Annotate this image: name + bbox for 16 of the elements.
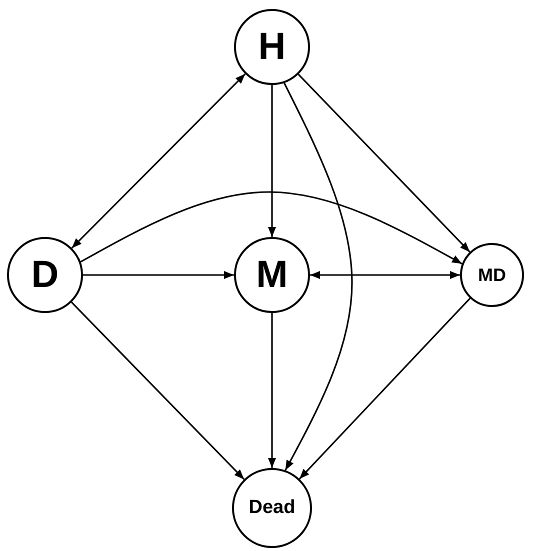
state-label: Dead: [248, 497, 296, 519]
arrow: [70, 302, 245, 480]
arrow: [284, 82, 353, 471]
arrow: [71, 73, 246, 249]
arrow: [310, 271, 460, 279]
state-label: H: [258, 26, 286, 68]
state-circle: [460, 243, 524, 307]
arrow: [268, 85, 276, 237]
arrow: [80, 191, 462, 264]
state-label: M: [256, 254, 288, 296]
state-label: MD: [478, 264, 506, 286]
arrow: [83, 271, 234, 279]
arrow: [298, 74, 470, 253]
state-label: D: [31, 254, 59, 296]
arrow: [268, 313, 276, 468]
arrow: [298, 298, 471, 480]
